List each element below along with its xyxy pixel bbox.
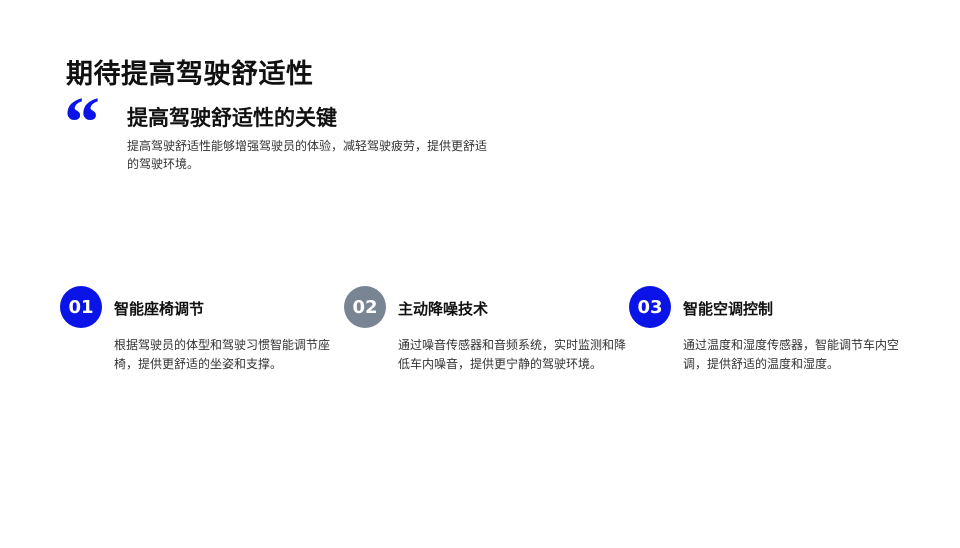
- number-badge: 03: [629, 286, 671, 328]
- number-badge: 01: [60, 286, 102, 328]
- quote-icon: “: [64, 82, 100, 162]
- section-subtitle: 提高驾驶舒适性的关键: [127, 106, 337, 130]
- card-title: 主动降噪技术: [398, 300, 489, 318]
- card-text: 根据驾驶员的体型和驾驶习惯智能调节座椅，提供更舒适的坐姿和支撑。: [114, 338, 331, 371]
- slide-title: 期待提高驾驶舒适性: [66, 59, 314, 90]
- card-text: 通过噪音传感器和音频系统，实时监测和降低车内噪音，提供更宁静的驾驶环境。: [398, 338, 627, 371]
- number-badge: 02: [344, 286, 386, 328]
- section-description: 提高驾驶舒适性能够增强驾驶员的体验，减轻驾驶疲劳，提供更舒适的驾驶环境。: [127, 139, 488, 171]
- card-text: 通过温度和湿度传感器，智能调节车内空调，提供舒适的温度和湿度。: [683, 338, 900, 371]
- card-title: 智能座椅调节: [114, 300, 205, 318]
- card-title: 智能空调控制: [683, 300, 774, 318]
